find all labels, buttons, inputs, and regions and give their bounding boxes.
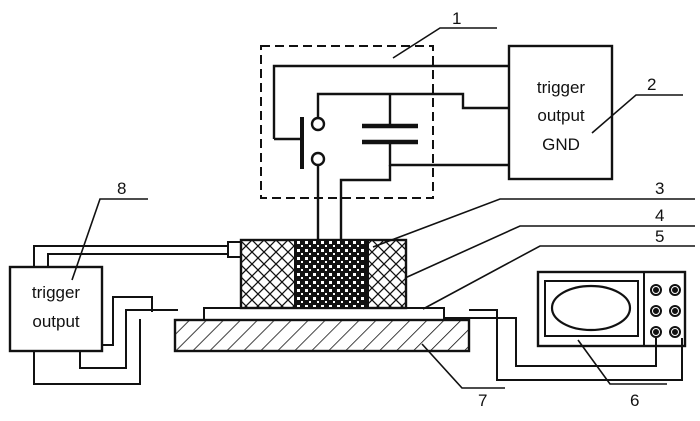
wire-gnd xyxy=(388,142,509,167)
leader-1 xyxy=(392,27,497,59)
knob-dot-6 xyxy=(672,329,679,336)
upper-plate xyxy=(203,307,445,321)
lead-left-1 xyxy=(33,245,228,267)
knob-6 xyxy=(669,326,681,338)
callout-6: 6 xyxy=(630,391,639,410)
callout-2: 2 xyxy=(647,75,656,94)
knob-dot-2 xyxy=(672,287,679,294)
trigger-output-gnd-box xyxy=(507,44,614,181)
knob-2 xyxy=(669,284,681,296)
callout-3: 3 xyxy=(655,179,664,198)
lead-right-2 xyxy=(444,317,657,367)
callout-1: 1 xyxy=(452,9,461,28)
left-box-line2: output xyxy=(32,312,80,331)
knob-5 xyxy=(650,326,662,338)
lead-left-5 xyxy=(33,319,141,385)
callout-5: 5 xyxy=(655,227,664,246)
leader-8 xyxy=(71,198,148,281)
knob-1 xyxy=(650,284,662,296)
knob-4 xyxy=(669,305,681,317)
switch-contact-bottom xyxy=(310,151,326,167)
callout-4: 4 xyxy=(655,206,664,225)
trigger-output-box xyxy=(8,265,104,353)
sample-core xyxy=(294,239,367,309)
callout-7: 7 xyxy=(478,391,487,410)
knob-dot-4 xyxy=(672,308,679,315)
wire-cap-to-block xyxy=(339,165,392,240)
trigger-box-line1: trigger xyxy=(537,78,586,97)
trigger-box-line2: output xyxy=(537,106,585,125)
leader-2 xyxy=(591,94,683,134)
oscilloscope xyxy=(536,270,687,348)
leader-5 xyxy=(422,245,695,310)
lead-left-2 xyxy=(47,253,228,267)
knob-3 xyxy=(650,305,662,317)
callout-8: 8 xyxy=(117,179,126,198)
wire-output xyxy=(316,92,509,118)
knob-dot-5 xyxy=(653,329,660,336)
wire-trigger xyxy=(272,64,509,139)
switch-contact-top xyxy=(310,116,326,132)
leader-6 xyxy=(577,339,667,385)
leader-4 xyxy=(404,225,695,279)
lead-left-3 xyxy=(102,296,153,346)
left-box-line1: trigger xyxy=(32,283,81,302)
trigger-box-line3: GND xyxy=(542,135,580,154)
lead-left-4 xyxy=(79,309,178,369)
block-connector xyxy=(227,241,242,258)
lead-right-1 xyxy=(469,309,683,381)
base-plate xyxy=(173,318,471,353)
leader-7 xyxy=(421,343,505,389)
dashed-enclosure xyxy=(260,45,434,199)
knob-dot-3 xyxy=(653,308,660,315)
oscilloscope-screen xyxy=(550,284,632,332)
knob-dot-1 xyxy=(653,287,660,294)
oscilloscope-screen-frame xyxy=(544,280,639,337)
leader-3 xyxy=(372,198,695,248)
